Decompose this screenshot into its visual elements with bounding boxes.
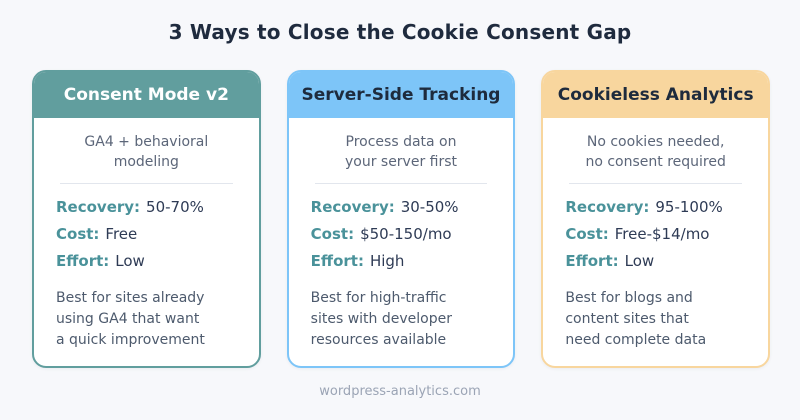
card-title: Cookieless Analytics [557, 85, 754, 105]
best-for-text: Best for blogs and content sites that ne… [565, 290, 707, 348]
stat-effort: Effort: Low [56, 252, 237, 270]
card-header: Cookieless Analytics [543, 72, 769, 118]
divider [569, 183, 743, 184]
stat-value: Low [115, 252, 145, 270]
card-subtitle: GA4 + behavioral modeling [84, 134, 209, 170]
card-consent-mode-v2: Consent Mode v2 GA4 + behavioral modelin… [32, 70, 261, 368]
stat-value: Low [624, 252, 655, 270]
page-title: 3 Ways to Close the Cookie Consent Gap [168, 20, 632, 44]
best-for-text: Best for sites already using GA4 that wa… [56, 290, 205, 348]
card-body: No cookies needed, no consent required R… [543, 118, 768, 351]
card-title: Consent Mode v2 [63, 85, 229, 105]
stat-label: Effort: [565, 252, 619, 270]
card-body: Process data on your server first Recove… [289, 118, 514, 351]
stat-label: Recovery: [56, 198, 141, 216]
card-subtitle: Process data on your server first [344, 134, 458, 170]
card-subtitle: No cookies needed, no consent required [585, 134, 726, 170]
card-body: GA4 + behavioral modeling Recovery: 50-70… [34, 118, 259, 351]
stat-cost: Cost: Free [56, 225, 237, 243]
best-for-text: Best for high-traffic sites with develop… [310, 290, 452, 348]
infographic: 3 Ways to Close the Cookie Consent Gap C… [0, 20, 800, 399]
stat-recovery: Recovery: 50-70% [56, 198, 237, 216]
stat-label: Cost: [565, 225, 609, 243]
stat-value: High [369, 252, 405, 270]
stat-label: Cost: [56, 225, 100, 243]
stat-recovery: Recovery: 95-100% [565, 198, 746, 216]
card-header: Consent Mode v2 [34, 72, 259, 118]
stat-value: Free [105, 225, 138, 243]
stat-label: Recovery: [565, 198, 650, 216]
stat-value: Free-$14/mo [614, 225, 710, 243]
stat-value: $50-150/mo [360, 225, 452, 243]
stat-label: Effort: [310, 252, 364, 270]
stat-recovery: Recovery: 30-50% [311, 198, 492, 216]
cards-row: Consent Mode v2 GA4 + behavioral modelin… [0, 70, 800, 368]
card-title: Server-Side Tracking [301, 85, 501, 105]
stat-effort: Effort: High [311, 252, 492, 270]
card-cookieless-analytics: Cookieless Analytics No cookies needed, … [541, 70, 771, 368]
card-header: Server-Side Tracking [288, 72, 514, 118]
card-server-side-tracking: Server-Side Tracking Process data on you… [286, 70, 516, 368]
footer-url: wordpress-analytics.com [319, 384, 481, 399]
stat-label: Effort: [56, 252, 110, 270]
stat-effort: Effort: Low [565, 252, 746, 270]
stat-value: 95-100% [655, 198, 723, 216]
stat-cost: Cost: $50-150/mo [311, 225, 492, 243]
stat-value: 50-70% [146, 198, 204, 216]
divider [60, 183, 233, 184]
stat-label: Cost: [310, 225, 355, 243]
stat-cost: Cost: Free-$14/mo [565, 225, 746, 243]
divider [314, 183, 488, 184]
stat-value: 30-50% [400, 198, 459, 216]
stat-label: Recovery: [310, 198, 395, 216]
